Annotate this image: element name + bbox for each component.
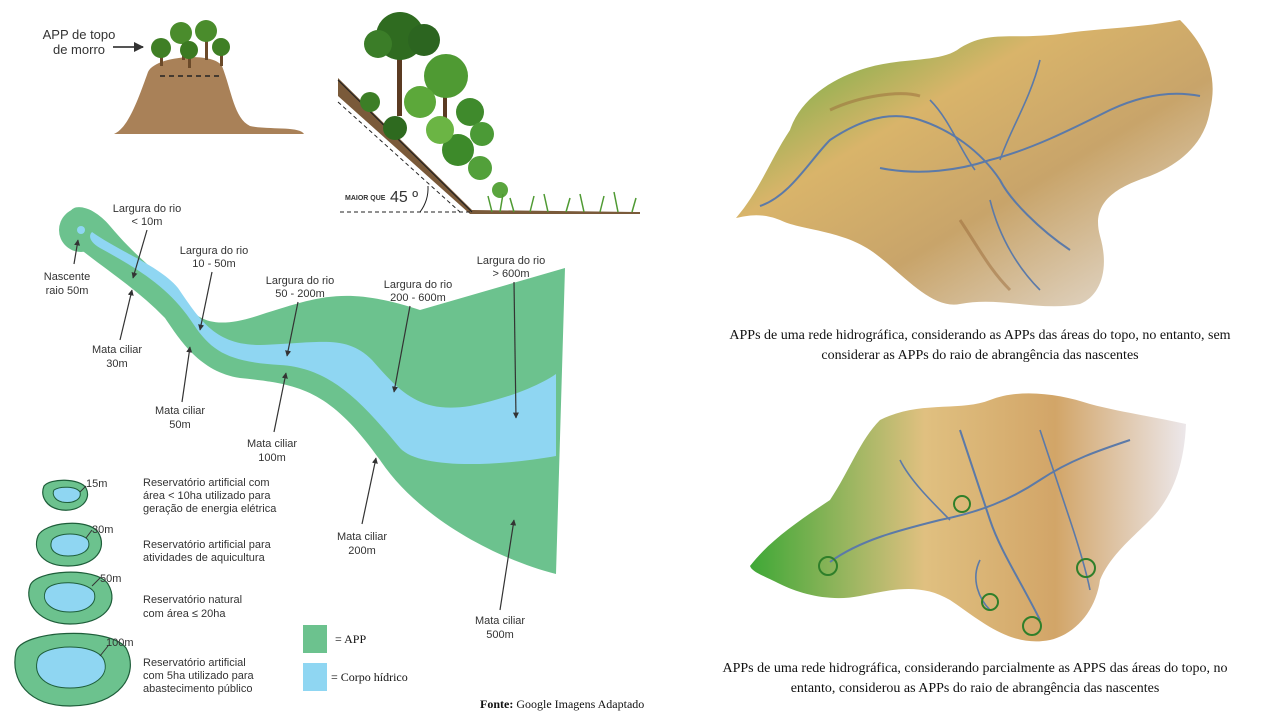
reservoir-4-line3: abastecimento público	[143, 683, 252, 695]
slope-angle: 45 º	[390, 189, 418, 206]
legend-water-swatch	[303, 663, 327, 691]
svg-text:Largura do rio: Largura do rio	[266, 275, 335, 287]
svg-text:30m: 30m	[106, 358, 127, 370]
slope-illustration: MAIOR QUE 45 º	[337, 12, 640, 214]
svg-text:Mata ciliar: Mata ciliar	[92, 344, 142, 356]
source-line: Fonte: Google Imagens Adaptado	[480, 697, 644, 712]
svg-text:200 - 600m: 200 - 600m	[390, 292, 446, 304]
slope-grass	[487, 191, 637, 213]
svg-text:Largura do rio: Largura do rio	[113, 203, 182, 215]
mata-ciliar-label-200: Mata ciliar 200m	[337, 457, 387, 557]
svg-text:Nascente: Nascente	[44, 271, 90, 283]
reservoir-2-line1: Reservatório artificial para	[143, 539, 272, 551]
mata-ciliar-label-50: Mata ciliar 50m	[155, 346, 205, 431]
hilltop-illustration: APP de topo de morro	[43, 20, 304, 134]
svg-text:100m: 100m	[258, 452, 286, 464]
river-width-label-1: Largura do rio < 10m	[113, 203, 182, 279]
reservoir-2-distance: 30m	[92, 524, 113, 536]
water-body	[90, 232, 556, 465]
reservoir-2-line2: atividades de aquicultura	[143, 552, 266, 564]
river-width-label-5: Largura do rio > 600m	[477, 255, 546, 419]
source-text: Google Imagens Adaptado	[516, 697, 645, 711]
reservoir-1-distance: 15m	[86, 478, 107, 490]
legend-app-label: = APP	[335, 632, 367, 646]
slope-prefix: MAIOR QUE	[345, 195, 386, 202]
riparian-app-band	[66, 207, 565, 574]
legend-water-label: = Corpo hídrico	[331, 670, 408, 684]
svg-text:Mata ciliar: Mata ciliar	[155, 405, 205, 417]
svg-text:50m: 50m	[169, 419, 190, 431]
svg-text:Mata ciliar: Mata ciliar	[337, 531, 387, 543]
svg-text:Largura do rio: Largura do rio	[477, 255, 546, 267]
reservoir-4-line1: Reservatório artificial	[143, 657, 246, 669]
slope-forest	[360, 12, 508, 198]
svg-text:Largura do rio: Largura do rio	[384, 279, 453, 291]
caption-top: APPs de uma rede hidrográfica, considera…	[729, 328, 1231, 363]
reservoir-1-line3: geração de energia elétrica	[143, 503, 277, 515]
svg-text:50 - 200m: 50 - 200m	[275, 288, 325, 300]
mata-ciliar-label-100: Mata ciliar 100m	[247, 372, 297, 464]
hilltop-label-line2: de morro	[53, 42, 105, 57]
reservoir-4: 100m Reservatório artificial com 5ha uti…	[14, 632, 255, 707]
reservoir-3-line2: com área ≤ 20ha	[143, 608, 226, 620]
svg-text:Largura do rio: Largura do rio	[180, 245, 249, 257]
hilltop-trees	[151, 20, 230, 68]
reservoir-1-line2: área < 10ha utilizado para	[143, 490, 271, 502]
river-width-label-2: Largura do rio 10 - 50m	[180, 245, 249, 331]
caption-bottom: APPs de uma rede hidrográfica, considera…	[722, 661, 1228, 696]
svg-text:Mata ciliar: Mata ciliar	[247, 438, 297, 450]
source-label: Fonte:	[480, 697, 514, 711]
svg-text:10 - 50m: 10 - 50m	[192, 258, 235, 270]
svg-text:> 600m: > 600m	[493, 268, 530, 280]
nascente-label: Nascente raio 50m	[44, 239, 90, 297]
reservoir-3: 50m Reservatório natural com área ≤ 20ha	[28, 571, 242, 625]
terrain-map-bottom	[750, 393, 1186, 642]
reservoir-4-line2: com 5ha utilizado para	[143, 670, 255, 682]
reservoir-2: 30m Reservatório artificial para ativida…	[35, 522, 272, 567]
river-width-label-3: Largura do rio 50 - 200m	[266, 275, 335, 357]
hilltop-label-line1: APP de topo	[43, 27, 116, 42]
reservoir-1-line1: Reservatório artificial com	[143, 477, 270, 489]
reservoir-4-distance: 100m	[106, 637, 134, 649]
terrain-map-top	[736, 20, 1213, 307]
reservoir-3-line1: Reservatório natural	[143, 594, 242, 606]
mata-ciliar-label-30: Mata ciliar 30m	[92, 289, 142, 370]
reservoir-3-distance: 50m	[100, 573, 121, 585]
reservoir-1: 15m Reservatório artificial com área < 1…	[42, 477, 277, 515]
river-width-label-4: Largura do rio 200 - 600m	[384, 279, 453, 393]
mata-ciliar-label-500: Mata ciliar 500m	[475, 519, 525, 641]
svg-text:500m: 500m	[486, 629, 514, 641]
river-diagram: Largura do rio < 10m Largura do rio 10 -…	[44, 203, 565, 641]
svg-text:200m: 200m	[348, 545, 376, 557]
svg-text:Mata ciliar: Mata ciliar	[475, 615, 525, 627]
svg-text:raio 50m: raio 50m	[46, 285, 89, 297]
svg-text:< 10m: < 10m	[132, 216, 163, 228]
legend-app-swatch	[303, 625, 327, 653]
